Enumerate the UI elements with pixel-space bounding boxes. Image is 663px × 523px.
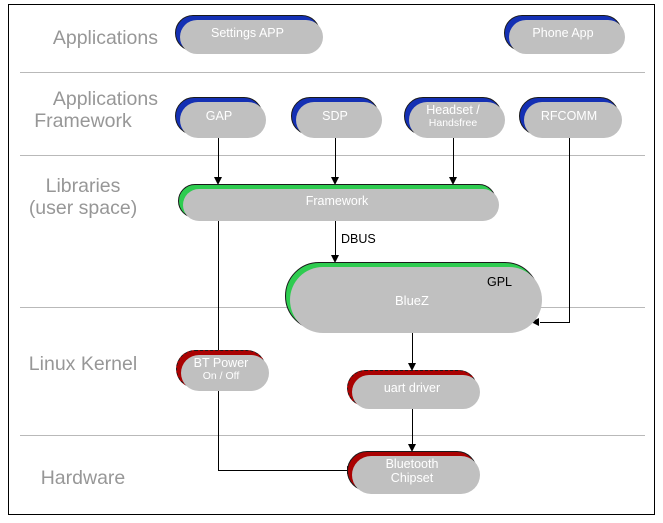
diagram-border (8, 4, 655, 515)
edge-rfcomm-bluez-arrow (531, 317, 539, 326)
node-gap-label: GAP (205, 109, 233, 123)
edge-framework-bluez-line (335, 217, 336, 259)
edge-headset-framework-arrow (448, 177, 457, 185)
layer-label-hardware: Hardware (40, 467, 126, 489)
node-shadow (409, 102, 505, 138)
node-shadow (352, 375, 480, 409)
edge-framework-chipset-hline (218, 470, 348, 471)
edge-framework-chipset-vline (218, 217, 219, 471)
node-shadow (180, 102, 266, 138)
edge-label-dbus: DBUS (341, 232, 376, 246)
edge-bluez-uart-arrow (407, 363, 416, 371)
edge-gap-framework-arrow (213, 177, 222, 185)
layer-label-libraries-line1: Libraries (45, 175, 121, 197)
separator-applications (20, 72, 645, 73)
node-gap[interactable]: GAP (175, 97, 266, 138)
layer-label-libraries-line2: (user space) (28, 197, 138, 219)
node-framework-label: Framework (305, 194, 369, 208)
edge-gap-framework-line (218, 135, 219, 180)
edge-uart-chipset-arrow (407, 444, 416, 452)
node-headset-handsfree-label-line1: Headset / (426, 103, 480, 117)
node-shadow (352, 456, 480, 494)
node-sdp[interactable]: SDP (291, 97, 382, 138)
node-bluetooth-chipset[interactable]: Bluetooth Chipset (347, 451, 480, 494)
layer-label-applications-framework-line2: Framework (34, 110, 132, 132)
separator-linux-kernel (20, 435, 645, 436)
node-bluez-label: BlueZ (395, 292, 429, 308)
node-headset-handsfree-label-line2: Handsfree (428, 117, 478, 129)
edge-bluez-uart-line (412, 330, 413, 367)
layer-label-applications-framework-line1: Applications (52, 88, 158, 110)
node-settings-app-label: Settings APP (211, 26, 284, 40)
edge-rfcomm-bluez-vline (569, 135, 570, 322)
edge-uart-chipset-line (412, 406, 413, 448)
node-bt-power-label-line2: On / Off (202, 370, 240, 382)
node-bt-power-label-line1: BT Power (193, 356, 249, 370)
edge-sdp-framework-arrow (330, 177, 339, 185)
node-uart-driver[interactable]: uart driver (347, 370, 480, 409)
node-shadow (181, 355, 269, 391)
node-sdp-label: SDP (322, 109, 348, 123)
node-rfcomm[interactable]: RFCOMM (519, 97, 622, 138)
node-framework[interactable]: Framework (178, 184, 499, 221)
node-bluez-gpl-badge: GPL (486, 275, 512, 289)
node-uart-driver-label: uart driver (383, 381, 441, 395)
node-shadow (296, 102, 382, 138)
edge-headset-framework-line (453, 135, 454, 180)
node-bt-power[interactable]: BT Power On / Off (176, 350, 269, 391)
node-shadow (524, 102, 622, 138)
node-phone-app-label: Phone App (532, 26, 594, 40)
node-shadow (290, 267, 542, 333)
node-shadow (509, 20, 625, 54)
node-settings-app[interactable]: Settings APP (175, 15, 323, 54)
node-phone-app[interactable]: Phone App (504, 15, 625, 54)
layer-label-applications: Applications (52, 27, 158, 49)
node-headset-handsfree[interactable]: Headset / Handsfree (404, 97, 505, 138)
layer-label-linux-kernel: Linux Kernel (28, 353, 138, 375)
edge-rfcomm-bluez-hline (540, 322, 570, 323)
node-bluez[interactable]: GPL BlueZ (285, 262, 542, 333)
node-shadow (183, 189, 499, 221)
node-bluetooth-chipset-label-line2: Chipset (390, 471, 434, 485)
node-rfcomm-label: RFCOMM (540, 109, 598, 123)
node-bluetooth-chipset-label-line1: Bluetooth (385, 457, 439, 471)
separator-applications-framework (20, 155, 645, 156)
edge-framework-bluez-arrow (330, 255, 339, 263)
edge-sdp-framework-line (335, 135, 336, 180)
node-shadow (180, 20, 323, 54)
